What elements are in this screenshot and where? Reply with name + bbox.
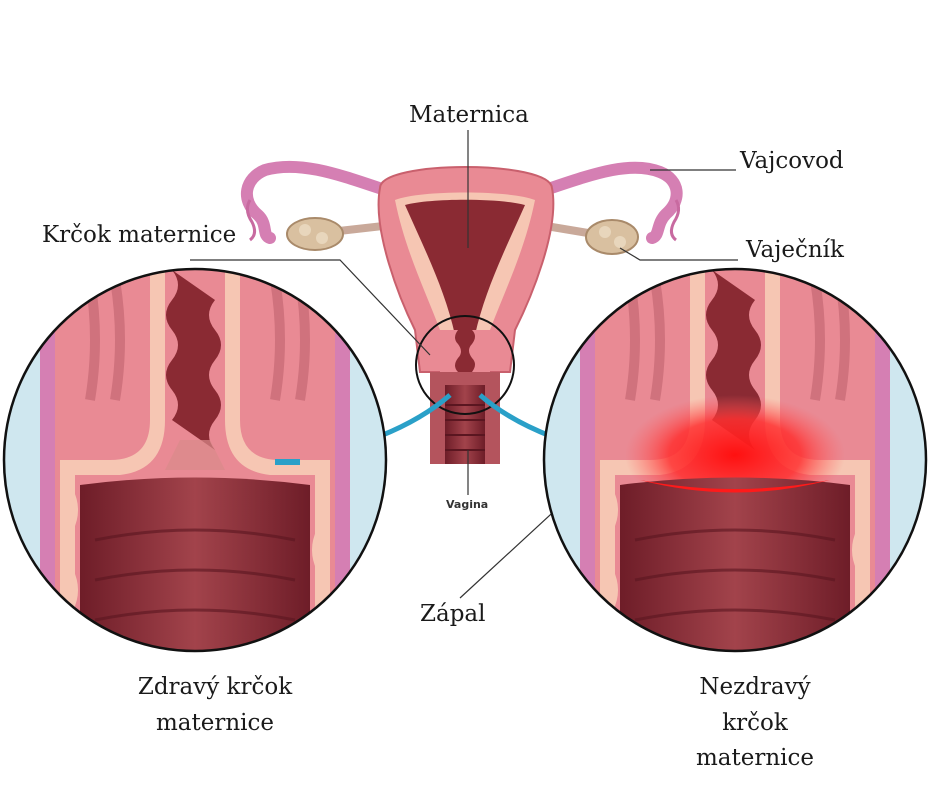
unhealthy-view-outline [542, 267, 928, 653]
healthy-cervix-view [4, 269, 386, 651]
label-cervix: Krčok maternice [42, 222, 237, 248]
caption-healthy-line2: maternice [155, 709, 275, 736]
caption-healthy-line1: Zdravý krčok [137, 674, 293, 700]
caption-unhealthy-line3: maternice [695, 745, 815, 772]
caption-unhealthy-line2: krčok [722, 709, 788, 736]
caption-unhealthy-line1: Nezdravý [699, 674, 811, 700]
caption-healthy: Zdravý krčok maternice [110, 670, 320, 741]
label-uterus: Maternica [409, 102, 529, 128]
label-ovary: Vaječník [746, 237, 844, 263]
healthy-view-outline [2, 267, 388, 653]
label-fallopian-tube: Vajcovod [740, 148, 844, 174]
caption-unhealthy: Nezdravý krčok maternice [650, 670, 860, 777]
unhealthy-cervix-view [544, 269, 926, 651]
label-inflammation: Zápal [420, 601, 486, 627]
label-vagina: Vagina [446, 498, 489, 511]
